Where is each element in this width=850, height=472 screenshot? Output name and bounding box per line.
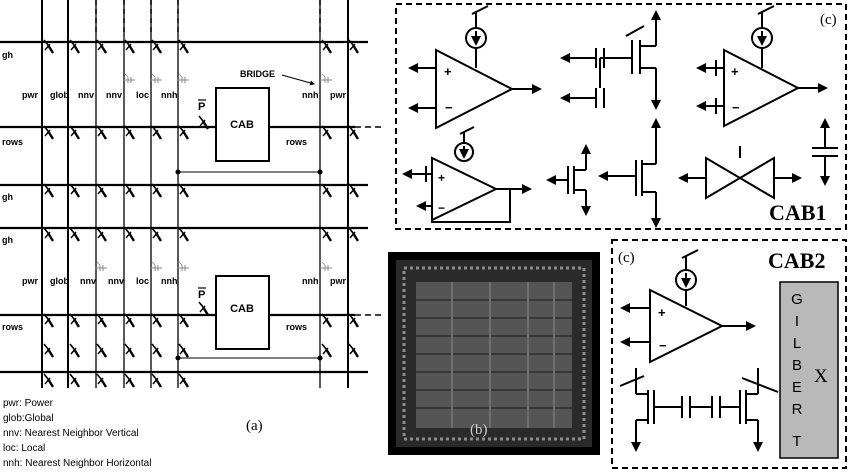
col-label-glob-bottom: glob [50,276,69,286]
ota-amplifier-1: + − [408,5,542,130]
bridge-arrow [281,74,315,86]
cab-block-bottom [215,275,270,350]
right-label-pwr-top: pwr [330,90,346,100]
panel-a-routing-grid: CAB CAB P P gh rows gh gh rows rows rows… [0,0,385,469]
svg-text:−: − [732,100,740,115]
col-label-nnh-top: nnh [161,90,178,100]
col-label-loc-top: loc [136,90,149,100]
gilbert-letter: R [792,401,803,418]
svg-text:−: − [438,201,445,215]
col-label-nnh-bottom: nnh [161,276,178,286]
gilbert-letter: G [791,291,803,308]
panel-a-tag: (a) [246,418,263,434]
floating-gate-transistor-1 [560,10,661,110]
col-label-nnv-bottom-2: nnv [108,276,124,286]
panel-c-cab1: (c) CAB1 + − [395,3,847,230]
right-label-nnh-bottom: nnh [302,276,319,286]
legend-item-nnh: nnh: Nearest Neighbor Horizontal [3,458,151,469]
col-label-glob-top: glob [50,90,69,100]
col-label-loc-bottom: loc [136,276,149,286]
panel-b-die-photo: (b) [388,252,600,455]
row-label-gh-2: gh [2,192,13,202]
cab-label-top: CAB [230,119,254,131]
gilbert-letter: L [793,335,801,352]
cab2-title: CAB2 [768,248,825,273]
p-label-bottom: P [198,289,205,301]
ota-amplifier-2: + − [696,5,828,128]
bridge-label: BRIDGE [240,69,275,79]
cab2-ota-minus: − [659,338,667,353]
legend-item-loc: loc: Local [3,443,45,454]
col-label-nnv-top-2: nnv [106,90,122,100]
legend-item-glob: glob:Global [3,413,54,424]
row-label-gh-3: gh [2,235,13,245]
row-label-rows-2: rows [2,322,23,332]
svg-text:+: + [731,64,739,79]
col-label-pwr-top: pwr [22,90,38,100]
col-label-nnv-bottom-1: nnv [80,276,96,286]
horizontal-tracks [0,40,368,374]
col-label-nnv-top-1: nnv [78,90,94,100]
cab-io-wires [175,126,323,361]
row-label-gh-1: gh [2,50,13,60]
cab2-transistor-pair [619,368,779,452]
row-label-rows-right-1: rows [286,137,307,147]
vertical-tracks [41,0,349,388]
gilbert-multiplier-block [779,281,839,459]
panel-c2-tag: (c) [618,250,635,266]
svg-text:+: + [444,64,452,79]
col-label-pwr-bottom: pwr [22,276,38,286]
gilbert-x-label: X [814,366,828,387]
row-label-rows-1: rows [2,137,23,147]
cab2-ota-amplifier [620,249,756,364]
ota-amplifier-3: + − [402,126,532,223]
vertical-dash-ends [41,0,349,36]
p-label-top: P [198,101,205,113]
svg-text:+: + [438,171,445,185]
legend-item-pwr: pwr: Power [3,398,54,409]
transmission-gate [678,146,802,200]
cab-label-bottom: CAB [230,303,254,315]
row-label-rows-right-2: rows [286,322,307,332]
gilbert-letter: E [792,379,802,396]
legend-item-nnv: nnv: Nearest Neighbor Vertical [3,428,139,439]
row-dash-ends [355,126,385,316]
cab2-ota-plus: + [658,305,666,320]
gilbert-letters: G I L B E R T [791,291,803,450]
gilbert-letter: T [792,433,801,450]
gilbert-letter: I [795,313,799,330]
cab-block-top [215,87,270,162]
right-label-nnh-top: nnh [302,90,319,100]
transistor-pair [546,118,661,228]
panel-b-tag: (b) [470,422,488,438]
panel-c1-tag: (c) [820,12,837,28]
gilbert-letter: B [792,357,802,374]
legend: pwr: Power glob:Global nnv: Nearest Neig… [3,398,151,469]
svg-text:−: − [445,100,453,115]
cab1-title: CAB1 [769,200,826,225]
panel-c-cab2: (c) CAB2 + − G I L B E R T X [611,239,847,469]
right-label-pwr-bottom: pwr [330,276,346,286]
capacitor [812,118,838,186]
